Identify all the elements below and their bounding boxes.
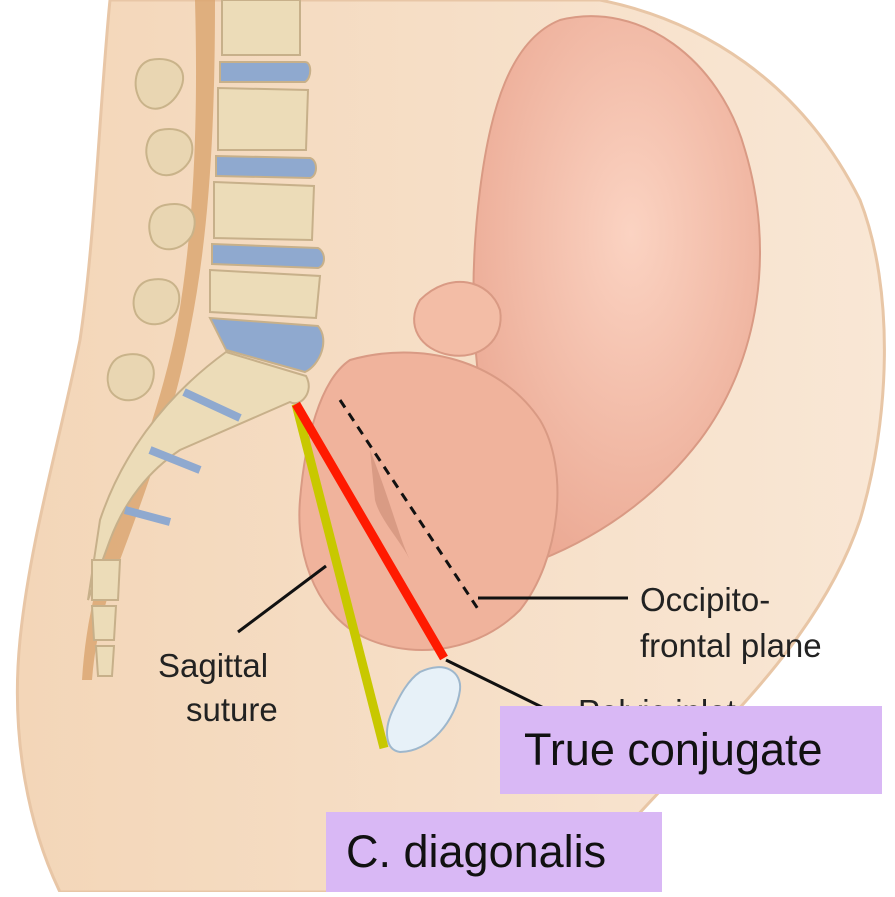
true-conjugate-callout: True conjugate: [500, 706, 882, 794]
fetus-head: [299, 353, 557, 651]
sagittal-label-line1: Sagittal: [158, 646, 268, 686]
occipito-label-line2: frontal plane: [640, 626, 822, 666]
c-diagonalis-callout: C. diagonalis: [326, 812, 662, 892]
fetus-arm: [414, 282, 501, 356]
sagittal-label-line2: suture: [186, 690, 278, 730]
occipito-label-line1: Occipito-: [640, 580, 770, 620]
